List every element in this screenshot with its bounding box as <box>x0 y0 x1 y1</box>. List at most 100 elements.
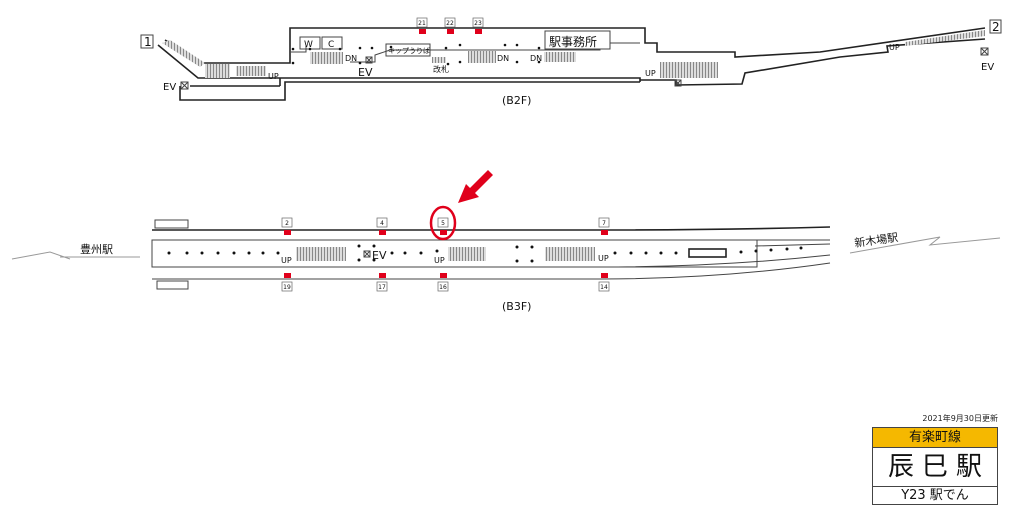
car-number-box <box>598 217 610 228</box>
stairs-icon <box>162 40 205 67</box>
stairs-icon <box>205 64 230 78</box>
pillar-dot <box>372 258 376 262</box>
car-number-box <box>472 17 484 28</box>
pillar-dot <box>291 61 295 65</box>
pillar-dot <box>358 61 362 65</box>
escalator-icon <box>905 30 985 46</box>
ticket-gate-label: 改札 <box>433 64 449 74</box>
up-label: UP <box>434 256 445 265</box>
pillar-dot <box>357 258 361 262</box>
up-label: UP <box>598 254 609 263</box>
car-number: 5 <box>441 220 445 227</box>
pillar-dot <box>435 249 439 253</box>
pillar-dot <box>247 251 251 255</box>
next-station-label: 新木場駅 <box>853 230 899 250</box>
pillar-dot <box>389 45 393 49</box>
car-number: 2 <box>285 220 289 227</box>
car-number-box <box>437 281 449 292</box>
pillar-dot <box>216 251 220 255</box>
pillar-dot <box>515 245 519 249</box>
car-number: 16 <box>439 284 447 291</box>
pillar-dot <box>291 47 295 51</box>
escalator-icon <box>296 247 346 261</box>
station-name: 辰巳駅 <box>873 448 997 487</box>
dn-label: DN <box>345 54 357 63</box>
pillar-dot <box>276 251 280 255</box>
car-number: 23 <box>474 20 482 27</box>
escalator-icon <box>468 51 496 63</box>
car-number: 7 <box>602 220 606 227</box>
floor-label-b2f: (B2F) <box>502 94 531 107</box>
station-legend: 有楽町線 辰巳駅 Y23 駅でん <box>872 427 998 505</box>
car-number: 14 <box>600 284 608 291</box>
elevator-icon <box>180 81 189 90</box>
pillar-dot <box>370 46 374 50</box>
ev-label: EV <box>163 82 176 93</box>
car-number: 4 <box>380 220 384 227</box>
station-office-label: 駅事務所 <box>549 35 597 49</box>
wc-w-label: W <box>304 40 313 50</box>
pillar-dot <box>530 259 534 263</box>
arrow-icon <box>458 170 493 203</box>
pillar-dot <box>739 250 743 254</box>
car-number-box <box>598 281 610 292</box>
pillar-dot <box>185 251 189 255</box>
car-number: 22 <box>446 20 454 27</box>
pillar-dot <box>799 246 803 250</box>
car-marker <box>284 230 291 235</box>
pillar-dot <box>754 249 758 253</box>
pillar-dot <box>785 247 789 251</box>
pillar-dot <box>358 46 362 50</box>
pillar-dot <box>232 251 236 255</box>
car-marker <box>601 273 608 278</box>
b2f-concourse: 1 W C キップうりば 駅事務所 改札 UP UP UP DN DN DN E… <box>140 17 1002 107</box>
up-label: UP <box>645 69 656 78</box>
line-name: 有楽町線 <box>873 428 997 448</box>
escalator-icon <box>660 62 718 78</box>
car-number: 17 <box>378 284 386 291</box>
car-marker <box>419 29 426 34</box>
pillar-dot <box>308 47 312 51</box>
pillar-dot <box>261 251 265 255</box>
pillar-dot <box>167 251 171 255</box>
pillar-dot <box>372 244 376 248</box>
pillar-dot <box>659 251 663 255</box>
ticket-sales-box <box>385 43 431 57</box>
prev-station-label: 豊州駅 <box>80 243 113 256</box>
pillar-dot <box>357 244 361 248</box>
pillar-dot <box>644 251 648 255</box>
wc-c-box <box>321 36 343 50</box>
pillar-dot <box>674 251 678 255</box>
escalator-icon <box>545 247 595 261</box>
pillar-dot <box>503 43 507 47</box>
escalator-icon <box>544 52 576 62</box>
pillar-dot <box>444 46 448 50</box>
pillar-dot <box>530 245 534 249</box>
pillar-dot <box>200 251 204 255</box>
updated-date: 2021年9月30日更新 <box>922 414 998 423</box>
car-number-box <box>376 281 388 292</box>
escalator-icon <box>448 247 486 261</box>
pillar-dot <box>419 251 423 255</box>
dn-label: DN <box>497 54 509 63</box>
car-marker <box>475 29 482 34</box>
car-marker <box>379 273 386 278</box>
car-number-box <box>416 17 428 28</box>
ticket-gate-icon <box>432 57 446 63</box>
car-marker <box>440 230 447 235</box>
exit-1-label: 1 <box>144 35 152 49</box>
elevator-icon <box>363 250 371 258</box>
elevator-icon <box>365 56 373 64</box>
car-number: 21 <box>418 20 426 27</box>
car-marker <box>284 273 291 278</box>
pillar-dot <box>537 46 541 50</box>
elevator-icon <box>980 47 989 56</box>
exit-1-box <box>140 34 154 49</box>
ticket-sales-label: キップうりば <box>388 46 430 55</box>
pillar-dot <box>537 60 541 64</box>
car-marker <box>601 230 608 235</box>
station-office-box <box>544 30 611 50</box>
car-number-box <box>376 217 388 228</box>
